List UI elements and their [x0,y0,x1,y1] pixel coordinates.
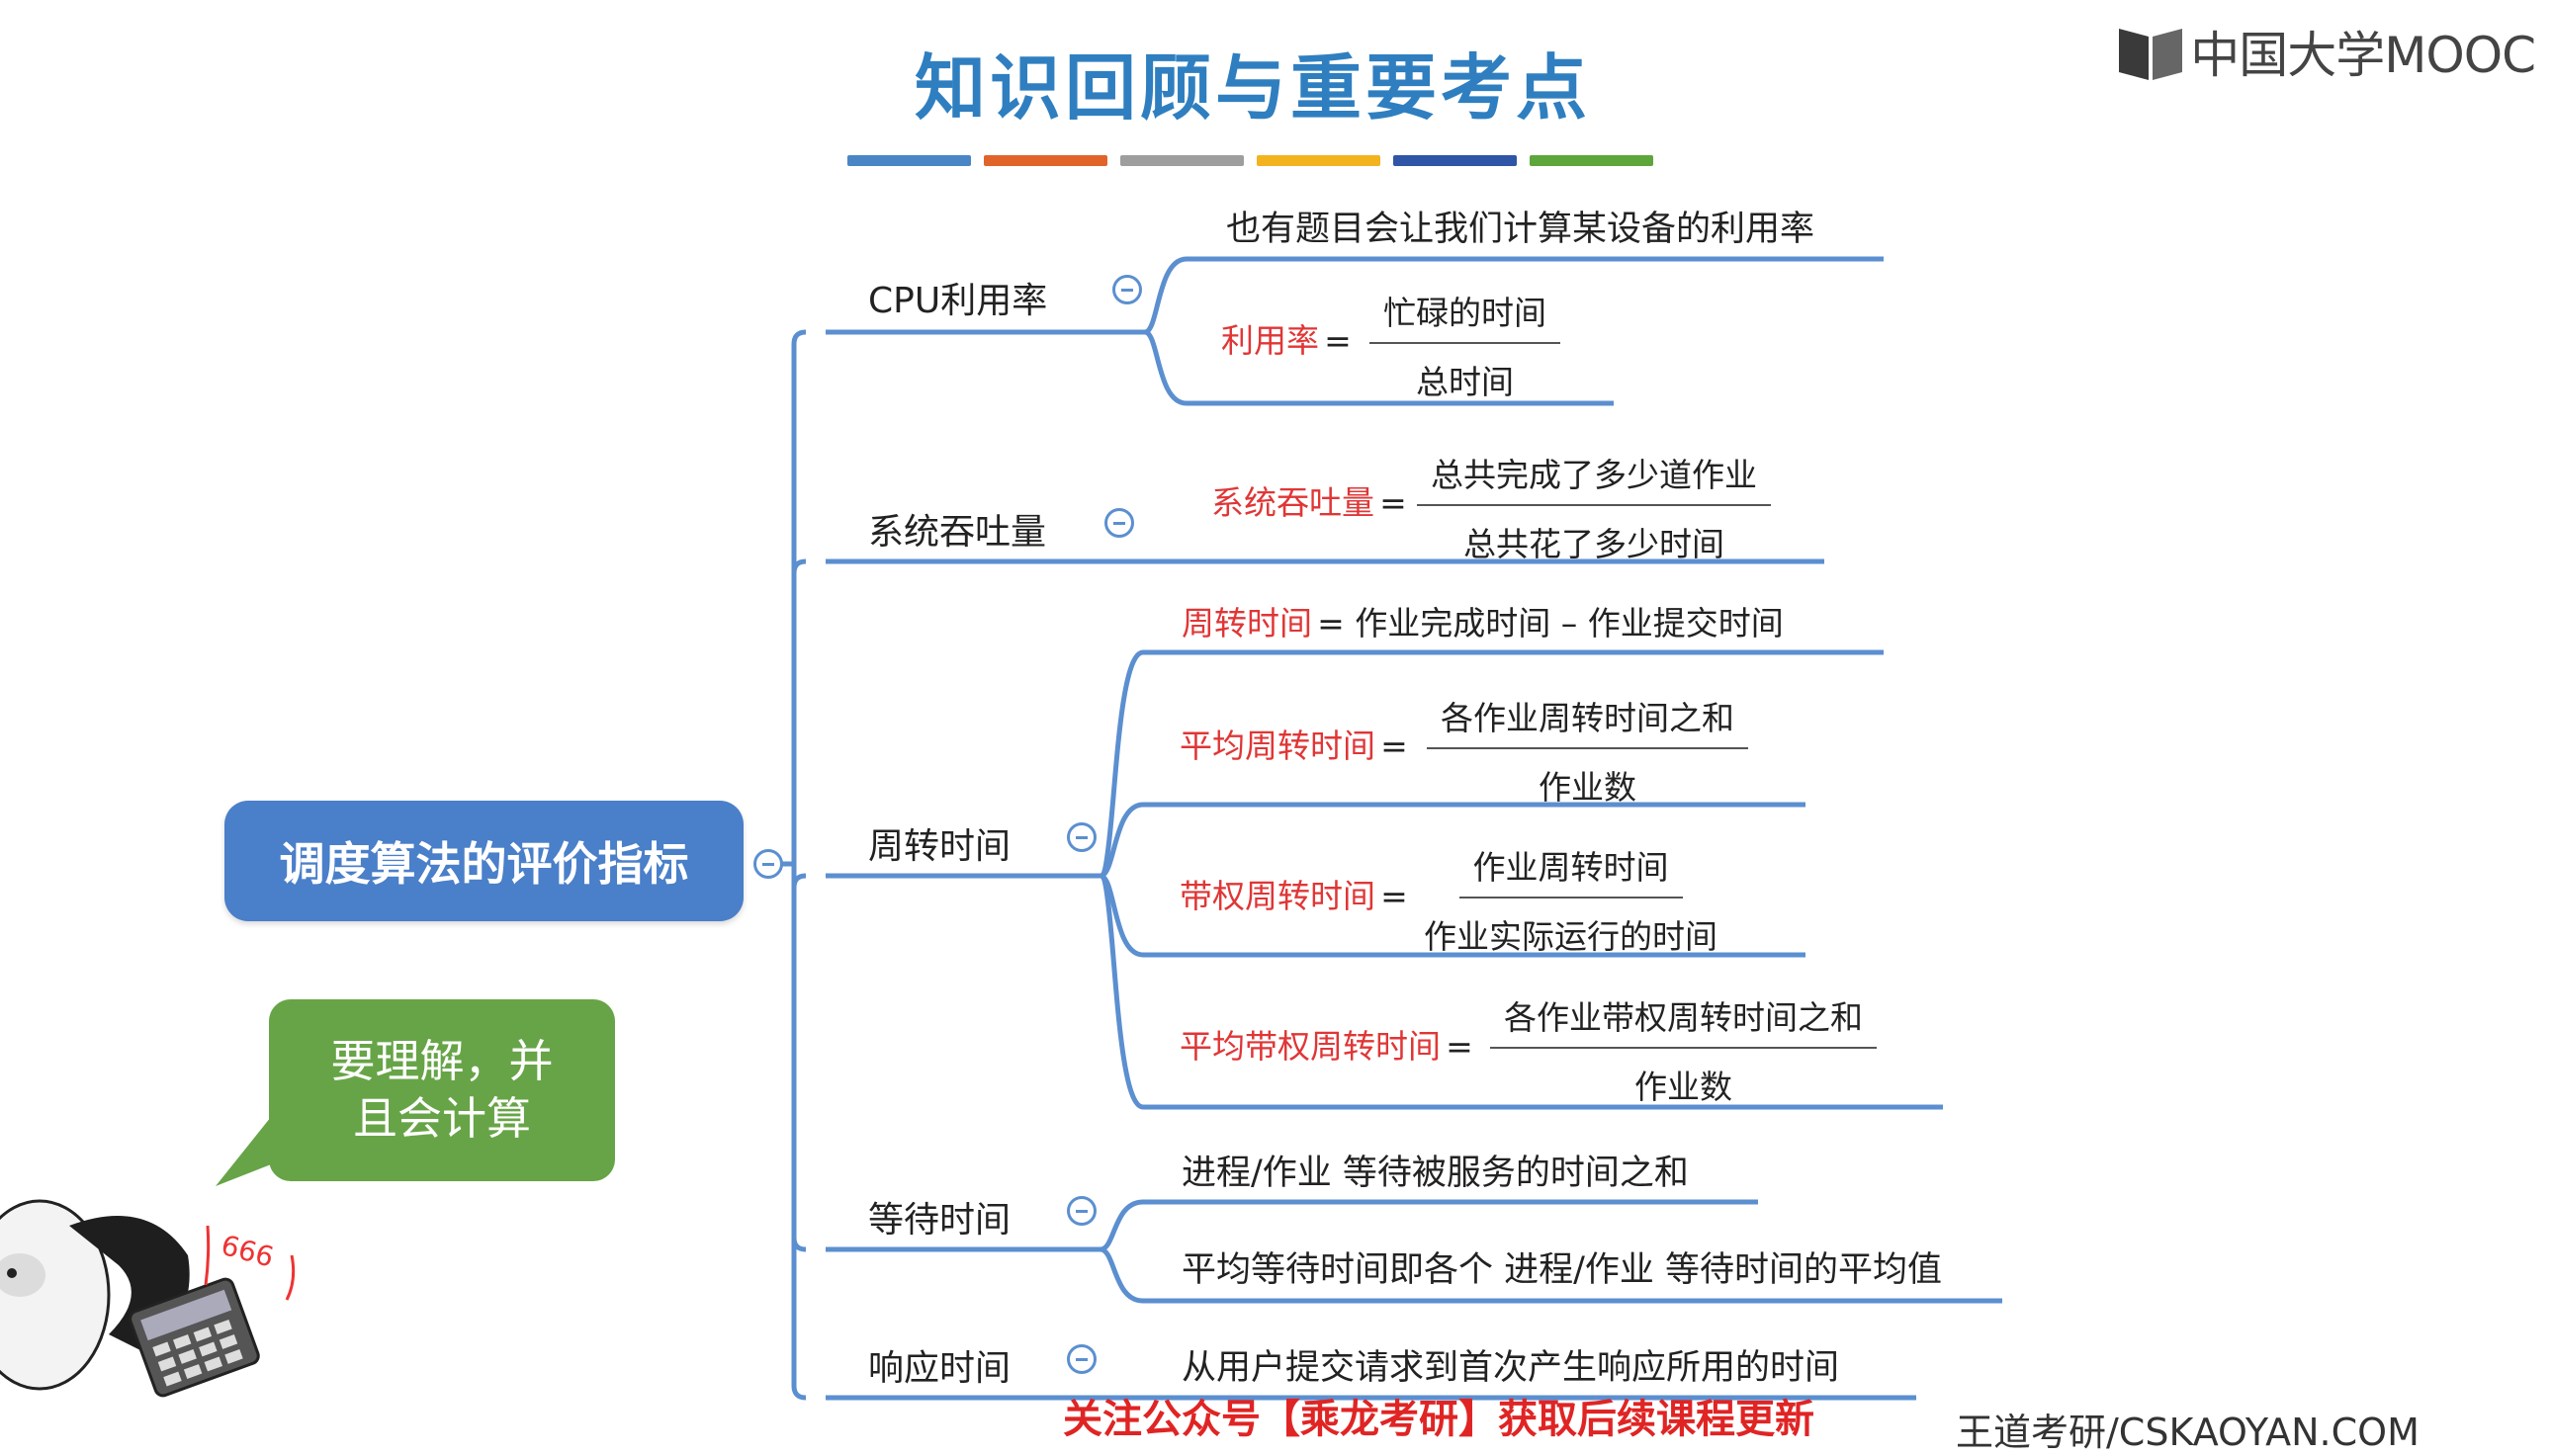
collapse-response-button[interactable] [1067,1344,1097,1374]
speech-line-1: 要理解，并 [330,1035,554,1087]
color-bar-segment [1120,155,1244,166]
waiting-item-1: 进程/作业 等待被服务的时间之和 [1182,1154,1689,1193]
throughput-fraction: 总共完成了多少道作业 总共花了多少时间 [1417,449,1771,565]
color-bar-segment [1530,155,1653,166]
mooc-logo: 中国大学MOOC [2115,16,2536,87]
collapse-waiting-button[interactable] [1067,1196,1097,1226]
avg-weighted-turnaround-denominator: 作业数 [1634,1068,1732,1106]
avg-weighted-turnaround-name: 平均带权周转时间 [1180,1027,1441,1066]
avg-weighted-turnaround-eq: = [1446,1027,1473,1066]
branch-response-time[interactable]: 响应时间 [868,1348,1012,1389]
turnaround-formula-1: 周转时间 = 作业完成时间 – 作业提交时间 [1182,597,1784,644]
weighted-turnaround-fraction: 作业周转时间 作业实际运行的时间 [1424,841,1717,958]
branch-turnaround[interactable]: 周转时间 [868,826,1012,867]
collapse-cpu-button[interactable] [1112,275,1142,304]
speech-line-2: 且会计算 [352,1092,531,1145]
avg-weighted-turnaround-label: 平均带权周转时间 = [1180,1020,1473,1068]
collapse-root-button[interactable] [753,849,783,879]
throughput-formula-eq: = [1379,483,1407,522]
branch-throughput[interactable]: 系统吞吐量 [868,512,1047,553]
cpu-formula-label: 利用率 = [1221,314,1352,362]
footer-notice: 关注公众号【乘龙考研】获取后续课程更新 [1063,1397,1814,1442]
collapse-throughput-button[interactable] [1104,508,1134,538]
avg-turnaround-fraction: 各作业周转时间之和 作业数 [1427,692,1748,809]
avg-weighted-turnaround-fraction: 各作业带权周转时间之和 作业数 [1490,991,1877,1108]
response-item-1: 从用户提交请求到首次产生响应所用的时间 [1182,1348,1840,1388]
mascot-badge-text: 666 [218,1229,277,1274]
collapse-turnaround-button[interactable] [1067,822,1097,852]
cpu-formula-eq: = [1324,321,1352,360]
root-node-label: 调度算法的评价指标 [279,837,689,891]
weighted-turnaround-numerator: 作业周转时间 [1458,841,1683,899]
page-title: 知识回顾与重要考点 [915,45,1592,129]
weighted-turnaround-denominator: 作业实际运行的时间 [1424,917,1717,956]
mooc-book-icon [2119,29,2183,80]
root-node[interactable]: 调度算法的评价指标 [224,801,744,921]
branch-waiting-time[interactable]: 等待时间 [868,1200,1012,1241]
throughput-formula-name: 系统吞吐量 [1211,483,1374,522]
weighted-turnaround-name: 带权周转时间 [1180,877,1375,915]
mooc-logo-text: 中国大学MOOC [2190,27,2536,84]
waiting-item-2: 平均等待时间即各个 进程/作业 等待时间的平均值 [1182,1250,1943,1290]
avg-turnaround-eq: = [1380,727,1408,765]
cpu-denominator: 总时间 [1416,363,1514,401]
avg-weighted-turnaround-numerator: 各作业带权周转时间之和 [1490,991,1877,1049]
cpu-numerator: 忙碌的时间 [1369,287,1560,344]
weighted-turnaround-eq: = [1380,877,1408,915]
throughput-formula-label: 系统吞吐量 = [1211,476,1407,524]
throughput-numerator: 总共完成了多少道作业 [1417,449,1771,506]
mindmap-connectors [769,256,2002,1401]
speech-bubble: 要理解，并 且会计算 [269,999,615,1181]
avg-turnaround-label: 平均周转时间 = [1180,720,1408,767]
weighted-turnaround-label: 带权周转时间 = [1180,870,1408,917]
avg-turnaround-numerator: 各作业周转时间之和 [1427,692,1748,749]
color-bar-segment [984,155,1107,166]
footer-site: 王道考研/CSKAOYAN.COM [1956,1411,2420,1454]
mascot-calculator-icon: 666 [0,1199,296,1398]
throughput-denominator: 总共花了多少时间 [1463,525,1724,563]
cpu-fraction: 忙碌的时间 总时间 [1369,287,1560,403]
avg-turnaround-name: 平均周转时间 [1180,727,1375,765]
cpu-formula-name: 利用率 [1221,321,1319,360]
color-bar-segment [847,155,971,166]
turnaround-definition: = 作业完成时间 – 作业提交时间 [1317,604,1784,642]
avg-turnaround-denominator: 作业数 [1539,768,1636,807]
color-bar-segment [1257,155,1380,166]
turnaround-name: 周转时间 [1182,604,1312,642]
color-bar-segment [1393,155,1517,166]
branch-cpu-utilization[interactable]: CPU利用率 [868,281,1048,321]
cpu-note: 也有题目会让我们计算某设备的利用率 [1226,210,1815,249]
